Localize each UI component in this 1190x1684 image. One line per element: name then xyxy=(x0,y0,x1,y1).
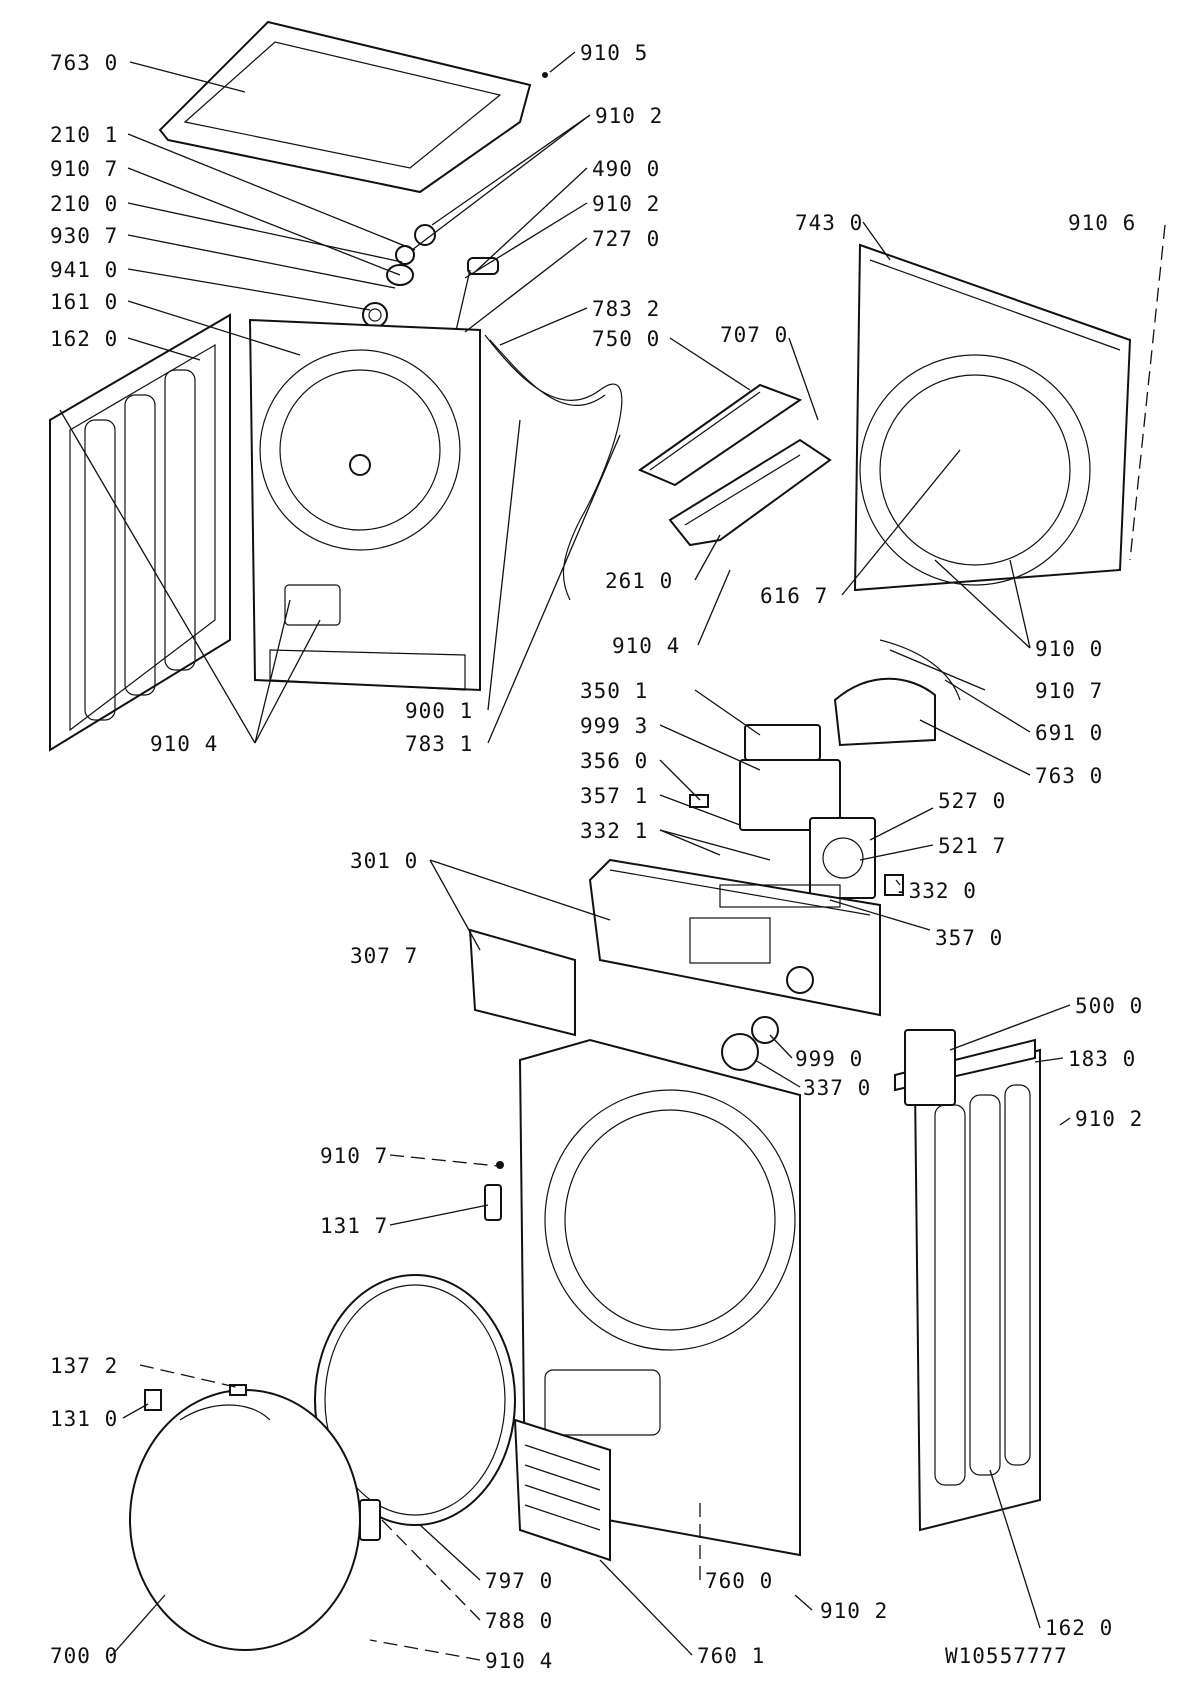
front-bulkhead xyxy=(248,318,481,692)
label-210-0: 210 0 xyxy=(50,192,118,216)
label-750-0: 750 0 xyxy=(592,327,660,351)
label-350-1: 350 1 xyxy=(580,679,648,703)
drawer xyxy=(468,928,576,1037)
label-162-0-left: 162 0 xyxy=(50,327,118,351)
label-301-0: 301 0 xyxy=(350,849,418,873)
door-latch xyxy=(484,1161,504,1221)
door xyxy=(129,1384,381,1651)
electronics xyxy=(689,724,904,899)
knob xyxy=(721,1016,779,1071)
label-941-0: 941 0 xyxy=(50,258,118,282)
label-910-7-b: 910 7 xyxy=(1035,679,1103,703)
label-910-2-a: 910 2 xyxy=(595,104,663,128)
top-cover xyxy=(158,20,532,194)
label-910-2-c: 910 2 xyxy=(1075,1107,1143,1131)
label-788-0: 788 0 xyxy=(485,1609,553,1633)
label-183-0: 183 0 xyxy=(1068,1047,1136,1071)
door-gasket xyxy=(314,1274,516,1526)
label-490-0: 490 0 xyxy=(592,157,660,181)
air-grille xyxy=(513,1418,611,1562)
label-743-0: 743 0 xyxy=(795,211,863,235)
label-783-1: 783 1 xyxy=(405,732,473,756)
label-707-0: 707 0 xyxy=(720,323,788,347)
right-side-panel xyxy=(894,1038,1041,1532)
label-900-1: 900 1 xyxy=(405,699,473,723)
part-shapes xyxy=(49,20,1132,1651)
control-panel xyxy=(588,858,881,1017)
label-161-0: 161 0 xyxy=(50,290,118,314)
label-999-3: 999 3 xyxy=(580,714,648,738)
label-357-1: 357 1 xyxy=(580,784,648,808)
label-137-2: 137 2 xyxy=(50,1354,118,1378)
hose xyxy=(484,334,623,601)
water-container xyxy=(637,383,832,547)
front-cabinet xyxy=(518,1038,801,1557)
label-910-4-left: 910 4 xyxy=(150,732,218,756)
label-691-0: 691 0 xyxy=(1035,721,1103,745)
leader-lines xyxy=(59,51,1166,1661)
label-910-2-d: 910 2 xyxy=(820,1599,888,1623)
label-910-7-c: 910 7 xyxy=(320,1144,388,1168)
part-labels: 763 0 910 5 910 2 210 1 910 7 210 0 930 … xyxy=(50,41,1143,1673)
label-500-0: 500 0 xyxy=(1075,994,1143,1018)
label-616-7: 616 7 xyxy=(760,584,828,608)
label-797-0: 797 0 xyxy=(485,1569,553,1593)
label-527-0: 527 0 xyxy=(938,789,1006,813)
label-332-0: -332 0 xyxy=(895,879,977,903)
label-910-6: 910 6 xyxy=(1068,211,1136,235)
label-162-0-right: 162 0 xyxy=(1045,1616,1113,1640)
label-332-1: 332 1 xyxy=(580,819,648,843)
label-763-0-top: 763 0 xyxy=(50,51,118,75)
rear-bulkhead xyxy=(853,243,1132,592)
label-763-0-mid: 763 0 xyxy=(1035,764,1103,788)
label-999-0: 999 0 xyxy=(795,1047,863,1071)
label-131-7: 131 7 xyxy=(320,1214,388,1238)
label-727-0: 727 0 xyxy=(592,227,660,251)
label-760-0: 760 0 xyxy=(705,1569,773,1593)
label-910-4-mid: 910 4 xyxy=(612,634,680,658)
control-module xyxy=(904,1029,956,1106)
label-910-0: 910 0 xyxy=(1035,637,1103,661)
label-131-0: 131 0 xyxy=(50,1407,118,1431)
label-357-0: 357 0 xyxy=(935,926,1003,950)
label-356-0: 356 0 xyxy=(580,749,648,773)
drawing-id: W10557777 xyxy=(945,1644,1068,1668)
left-side-panel xyxy=(49,313,231,752)
label-910-7: 910 7 xyxy=(50,157,118,181)
label-261-0: 261 0 xyxy=(605,569,673,593)
label-760-1: 760 1 xyxy=(697,1644,765,1668)
label-210-1: 210 1 xyxy=(50,123,118,147)
label-910-4-bot: 910 4 xyxy=(485,1649,553,1673)
label-307-7: 307 7 xyxy=(350,944,418,968)
label-700-0: 700 0 xyxy=(50,1644,118,1668)
label-930-7: 930 7 xyxy=(50,224,118,248)
label-910-2-b: 910 2 xyxy=(592,192,660,216)
label-910-5: 910 5 xyxy=(580,41,648,65)
label-521-7: 521 7 xyxy=(938,834,1006,858)
filter-assembly xyxy=(833,639,961,747)
label-783-2: 783 2 xyxy=(592,297,660,321)
label-337-0: 337 0 xyxy=(803,1076,871,1100)
